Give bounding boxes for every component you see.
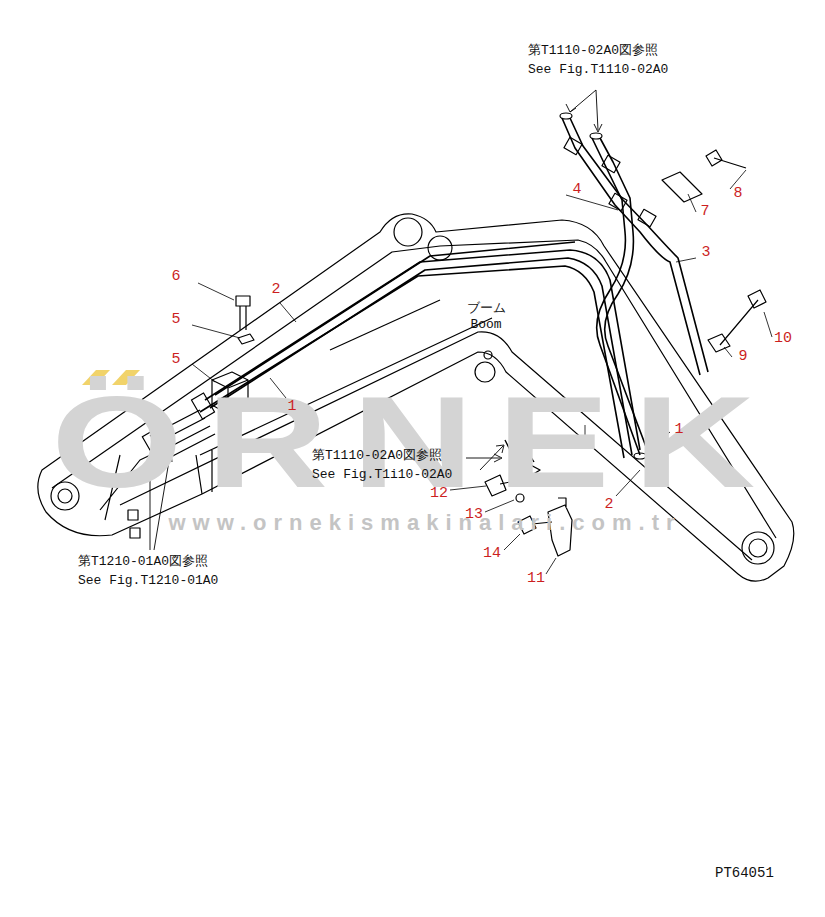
arm-pin-boss	[749, 539, 767, 557]
reference-note: See Fig.T1i10-02A0	[312, 468, 452, 483]
callout-number: 13	[465, 506, 483, 523]
drawing-number: PT64051	[715, 865, 774, 881]
part-name: ブーム	[467, 302, 506, 317]
leader-line	[192, 325, 240, 338]
leader-line	[198, 283, 234, 300]
pipe-end	[590, 133, 602, 139]
watermark-url: www.ornekismakinalari.com.tr	[168, 510, 681, 535]
plate-square	[130, 528, 140, 538]
callout-number: 1	[287, 398, 296, 415]
callout-number: 12	[430, 485, 448, 502]
boom-edge	[330, 300, 440, 350]
reference-note: See Fig.T1110-02A0	[528, 63, 668, 78]
leader-line	[676, 258, 696, 262]
leader-line	[504, 534, 520, 550]
bolt	[706, 150, 746, 168]
leader-line	[688, 194, 696, 212]
reference-arrow	[570, 90, 598, 130]
callout-number: 10	[774, 330, 792, 347]
pipe	[562, 118, 700, 375]
arm-pin-boss	[742, 532, 774, 564]
leader-line	[764, 312, 772, 337]
callout-number: 2	[604, 496, 613, 513]
callout-number: 2	[271, 281, 280, 298]
callout-number: 4	[572, 181, 581, 198]
callout-number: 5	[171, 311, 180, 328]
reference-note: 第T1210-01A0図参照	[78, 555, 208, 570]
clamp	[708, 334, 730, 352]
fitting	[564, 137, 582, 154]
watermark: ÖRNEK	[51, 377, 778, 507]
reference-note: 第T1110-02A0図参照	[312, 449, 442, 464]
callout-number: 5	[171, 351, 180, 368]
callout-number: 7	[700, 203, 709, 220]
cylinder-boss	[484, 351, 492, 359]
callout-number: 3	[701, 244, 710, 261]
callout-number: 9	[738, 348, 747, 365]
callout-number: 14	[483, 545, 501, 562]
clamp	[662, 172, 702, 202]
part-name: Boom	[470, 318, 501, 333]
cylinder-boss	[394, 218, 422, 246]
bolt	[720, 290, 766, 345]
pipe-end	[560, 113, 572, 119]
leader-line	[280, 303, 296, 322]
fitting	[602, 155, 620, 172]
pipe	[570, 118, 708, 372]
callout-number: 8	[733, 185, 742, 202]
fitting	[638, 209, 656, 226]
callout-number: 11	[527, 570, 545, 587]
reference-note: 第T1110-02A0図参照	[528, 44, 658, 59]
bolt	[236, 296, 250, 330]
plate-square	[128, 510, 138, 520]
arrow-head	[566, 104, 602, 132]
callout-number: 1	[674, 421, 683, 438]
callout-number: 6	[171, 268, 180, 285]
reference-note: See Fig.T1210-01A0	[78, 574, 218, 589]
clamp-plate	[238, 334, 254, 344]
leader-line	[724, 347, 732, 357]
pipe	[215, 242, 575, 395]
leader-line	[546, 558, 556, 574]
